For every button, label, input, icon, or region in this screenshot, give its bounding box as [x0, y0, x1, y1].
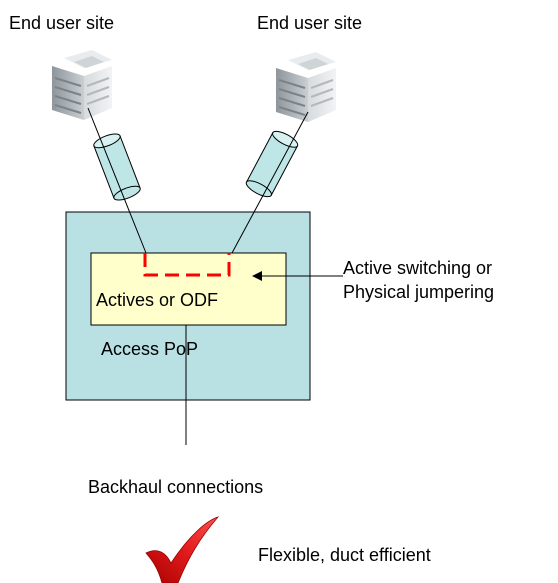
arrow-head-icon [252, 271, 262, 281]
access-pop-label: Access PoP [101, 339, 199, 359]
red-checkmark-icon [145, 516, 220, 583]
cylinder-duct-icon [245, 130, 299, 198]
annotation-line-2: Physical jumpering [343, 282, 495, 302]
end-user-site-label-left: End user site [9, 13, 115, 33]
end-user-site-label-right: End user site [257, 13, 363, 33]
office-building-icon [52, 50, 112, 120]
actives-odf-box [90, 252, 287, 326]
cylinder-duct-icon [93, 133, 141, 201]
jumper-dashed-line [143, 253, 231, 277]
annotation-line-1: Active switching or [343, 258, 493, 278]
office-building-icon [276, 52, 336, 122]
verdict-label: Flexible, duct efficient [258, 545, 431, 565]
fiber-line-right [231, 111, 309, 254]
backhaul-label: Backhaul connections [88, 477, 264, 497]
fiber-line-left [87, 107, 147, 254]
actives-odf-label: Actives or ODF [96, 290, 219, 310]
